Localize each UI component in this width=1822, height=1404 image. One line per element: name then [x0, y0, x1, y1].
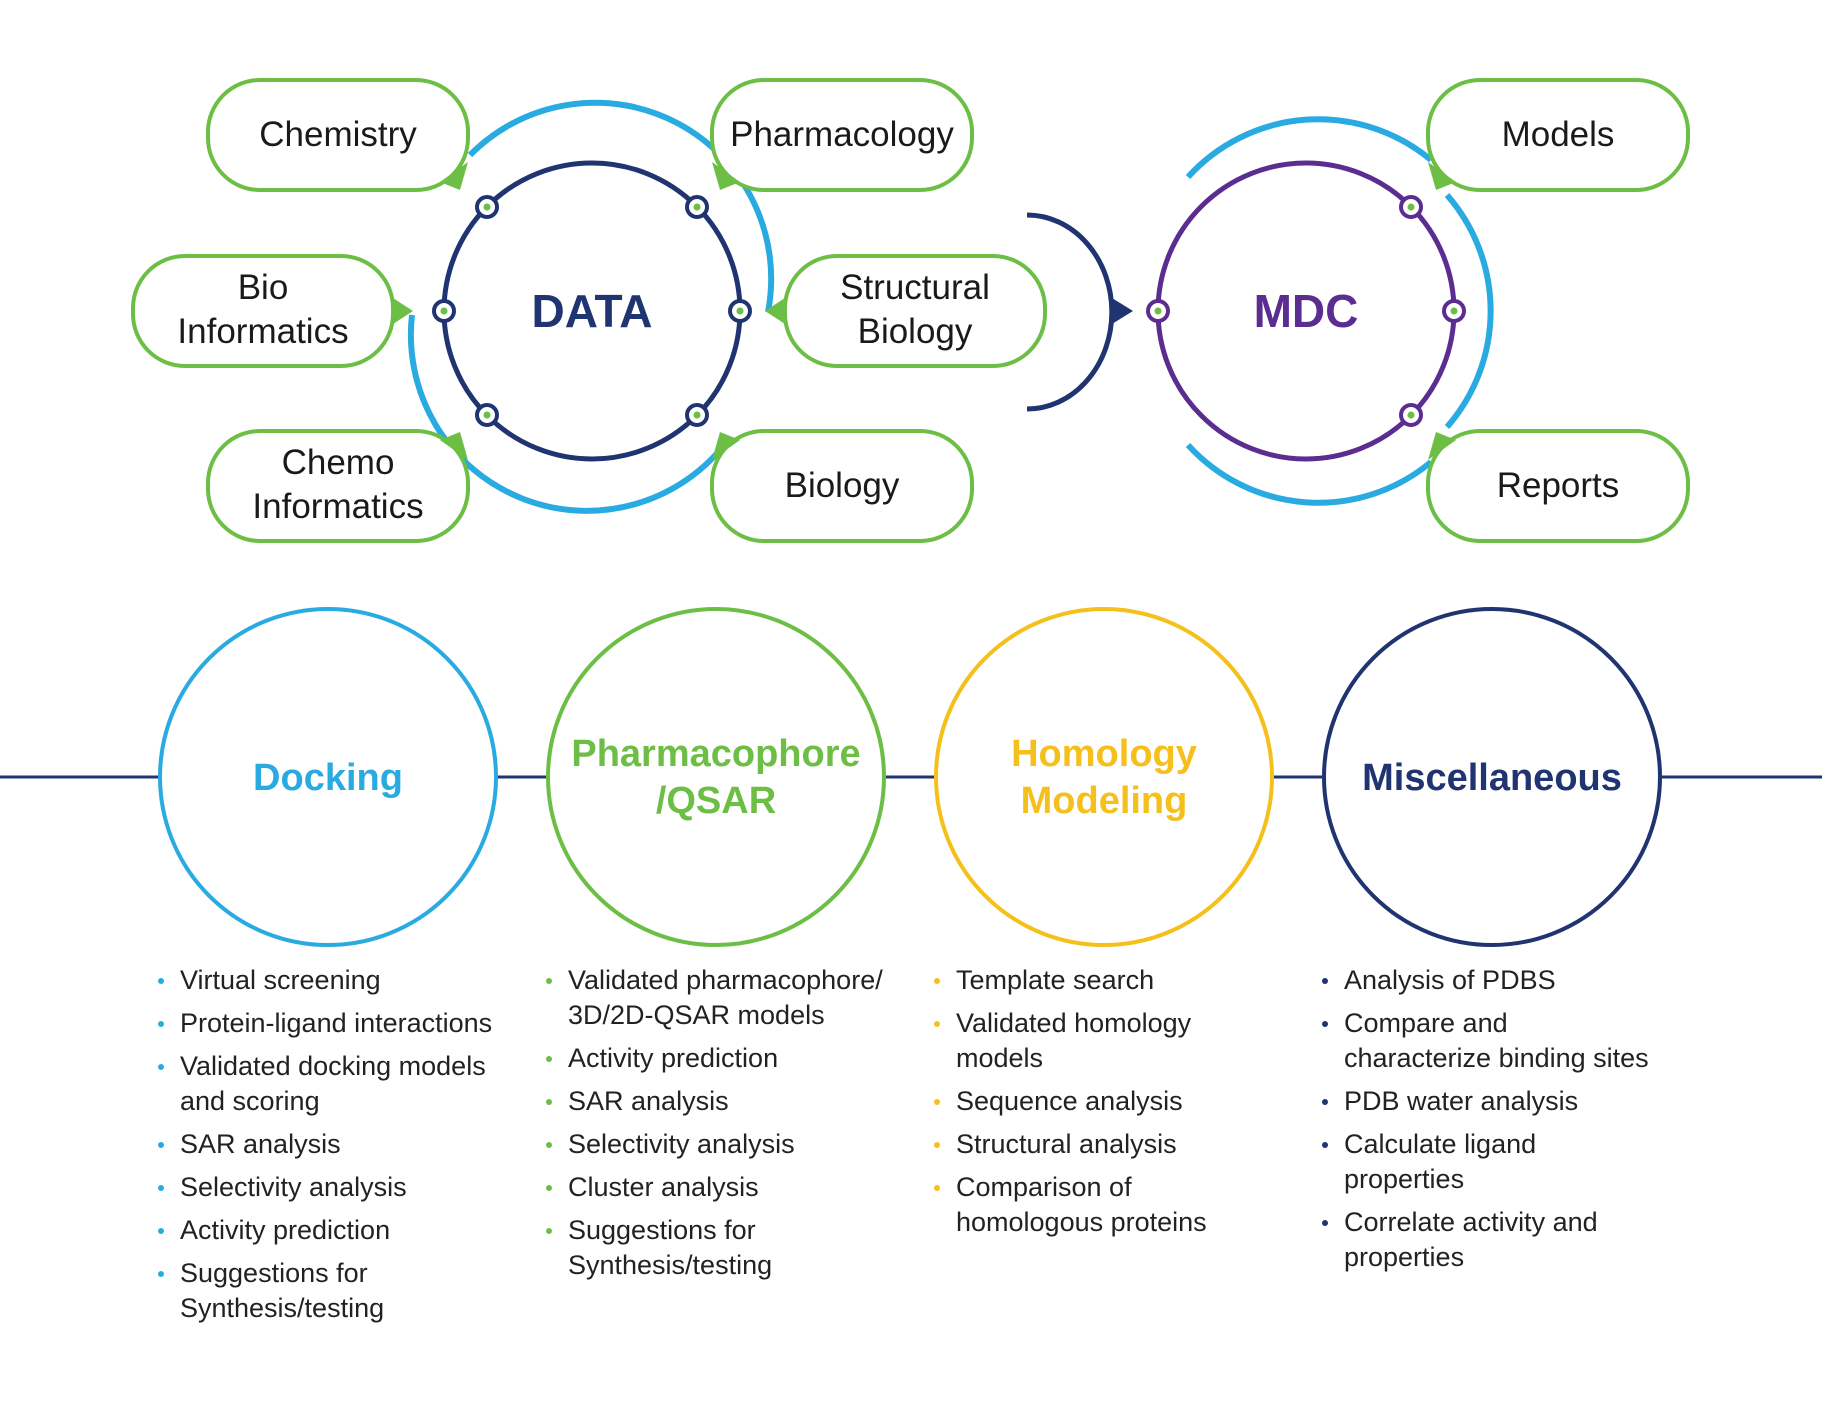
pill-chemistry [206, 78, 470, 192]
arrow-biology-icon [712, 432, 740, 460]
pill-biology [710, 429, 974, 543]
arrow-reports-icon [1428, 432, 1456, 460]
list-item: SAR analysis [546, 1084, 896, 1119]
category-title-homology-2: Modeling [1021, 780, 1188, 822]
label-pharmacology: Pharmacology [730, 115, 954, 154]
docking-feature-list: Virtual screening Protein-ligand interac… [158, 963, 508, 1334]
label-structural-biology-2: Biology [858, 312, 973, 351]
category-title-misc: Miscellaneous [1362, 757, 1622, 799]
label-chemoinformatics-2: Informatics [252, 487, 423, 526]
mdc-outer-arc-top [1185, 116, 1433, 180]
list-item: Selectivity analysis [546, 1127, 896, 1162]
misc-feature-list: Analysis of PDBS Compare and characteriz… [1322, 963, 1662, 1283]
category-titles: Docking Pharmacophore /QSAR Homology Mod… [253, 733, 1622, 822]
category-title-pharmacophore-1: Pharmacophore [571, 733, 860, 775]
data-input-pills [131, 78, 1047, 543]
list-item: Correlate activity and properties [1322, 1205, 1662, 1275]
pharmacophore-feature-list: Validated pharmacophore/ 3D/2D-QSAR mode… [546, 963, 896, 1291]
category-title-docking: Docking [253, 757, 403, 799]
data-outer-arc-right [467, 99, 775, 313]
category-circle-docking [158, 607, 498, 947]
category-circle-pharmacophore [546, 607, 886, 947]
arrow-pharmacology-icon [712, 162, 740, 190]
pill-reports [1426, 429, 1690, 543]
arrow-chemistry-icon [440, 162, 468, 190]
label-biology: Biology [785, 466, 900, 505]
list-item: Cluster analysis [546, 1170, 896, 1205]
list-item: Validated docking models and scoring [158, 1049, 508, 1119]
list-item: Activity prediction [546, 1041, 896, 1076]
label-bioinformatics-1: Bio [238, 268, 289, 307]
data-outer-arc-left [407, 314, 731, 514]
mdc-outer-arc-bottom [1185, 442, 1433, 506]
list-item: Calculate ligand properties [1322, 1127, 1662, 1197]
list-item: Virtual screening [158, 963, 508, 998]
data-title: DATA [532, 285, 653, 337]
category-circle-homology [934, 607, 1274, 947]
list-item: Analysis of PDBS [1322, 963, 1662, 998]
list-item: Sequence analysis [934, 1084, 1254, 1119]
list-item: Compare and characterize binding sites [1322, 1006, 1662, 1076]
category-circle-misc [1322, 607, 1662, 947]
arrow-structural-biology-icon [765, 298, 785, 324]
mdc-output-labels: Models Reports [1497, 115, 1620, 505]
label-chemistry: Chemistry [259, 115, 417, 154]
mdc-cycle: MDC [1146, 116, 1494, 506]
data-input-labels: Chemistry Pharmacology Bio Informatics S… [177, 115, 989, 526]
mdc-title: MDC [1254, 285, 1359, 337]
mdc-outer-arc-right [1444, 193, 1494, 429]
list-item: PDB water analysis [1322, 1084, 1662, 1119]
mdc-output-pills [1426, 78, 1690, 543]
list-item: Suggestions for Synthesis/testing [546, 1213, 896, 1283]
label-chemoinformatics-1: Chemo [282, 443, 395, 482]
data-input-arrows [393, 162, 785, 460]
data-ring-node-dots [440, 203, 744, 419]
list-item: Validated pharmacophore/ 3D/2D-QSAR mode… [546, 963, 896, 1033]
pill-pharmacology [710, 78, 974, 192]
arrow-chemoinformatics-icon [440, 432, 468, 460]
data-cycle: DATA [407, 99, 775, 514]
list-item: SAR analysis [158, 1127, 508, 1162]
pill-models [1426, 78, 1690, 192]
list-item: Validated homology models [934, 1006, 1254, 1076]
list-item: Structural analysis [934, 1127, 1254, 1162]
label-reports: Reports [1497, 466, 1620, 505]
label-models: Models [1502, 115, 1615, 154]
label-bioinformatics-2: Informatics [177, 312, 348, 351]
connector-arrow-icon [1112, 298, 1133, 324]
data-to-mdc-connector [1026, 212, 1133, 412]
homology-feature-list: Template search Validated homology model… [934, 963, 1254, 1248]
arrow-models-icon [1428, 162, 1456, 190]
category-title-homology-1: Homology [1011, 733, 1197, 775]
pill-chemoinformatics [206, 429, 470, 543]
connector-arc [1026, 212, 1115, 412]
mdc-output-arrows [1428, 162, 1456, 460]
list-item: Comparison of homologous proteins [934, 1170, 1254, 1240]
list-item: Suggestions for Synthesis/testing [158, 1256, 508, 1326]
list-item: Activity prediction [158, 1213, 508, 1248]
mdc-ring-node-dots [1154, 203, 1458, 419]
arrow-bioinformatics-icon [393, 298, 413, 324]
list-item: Protein-ligand interactions [158, 1006, 508, 1041]
category-title-pharmacophore-2: /QSAR [656, 780, 776, 822]
label-structural-biology-1: Structural [840, 268, 990, 307]
list-item: Selectivity analysis [158, 1170, 508, 1205]
list-item: Template search [934, 963, 1254, 998]
category-circles [158, 607, 1662, 947]
